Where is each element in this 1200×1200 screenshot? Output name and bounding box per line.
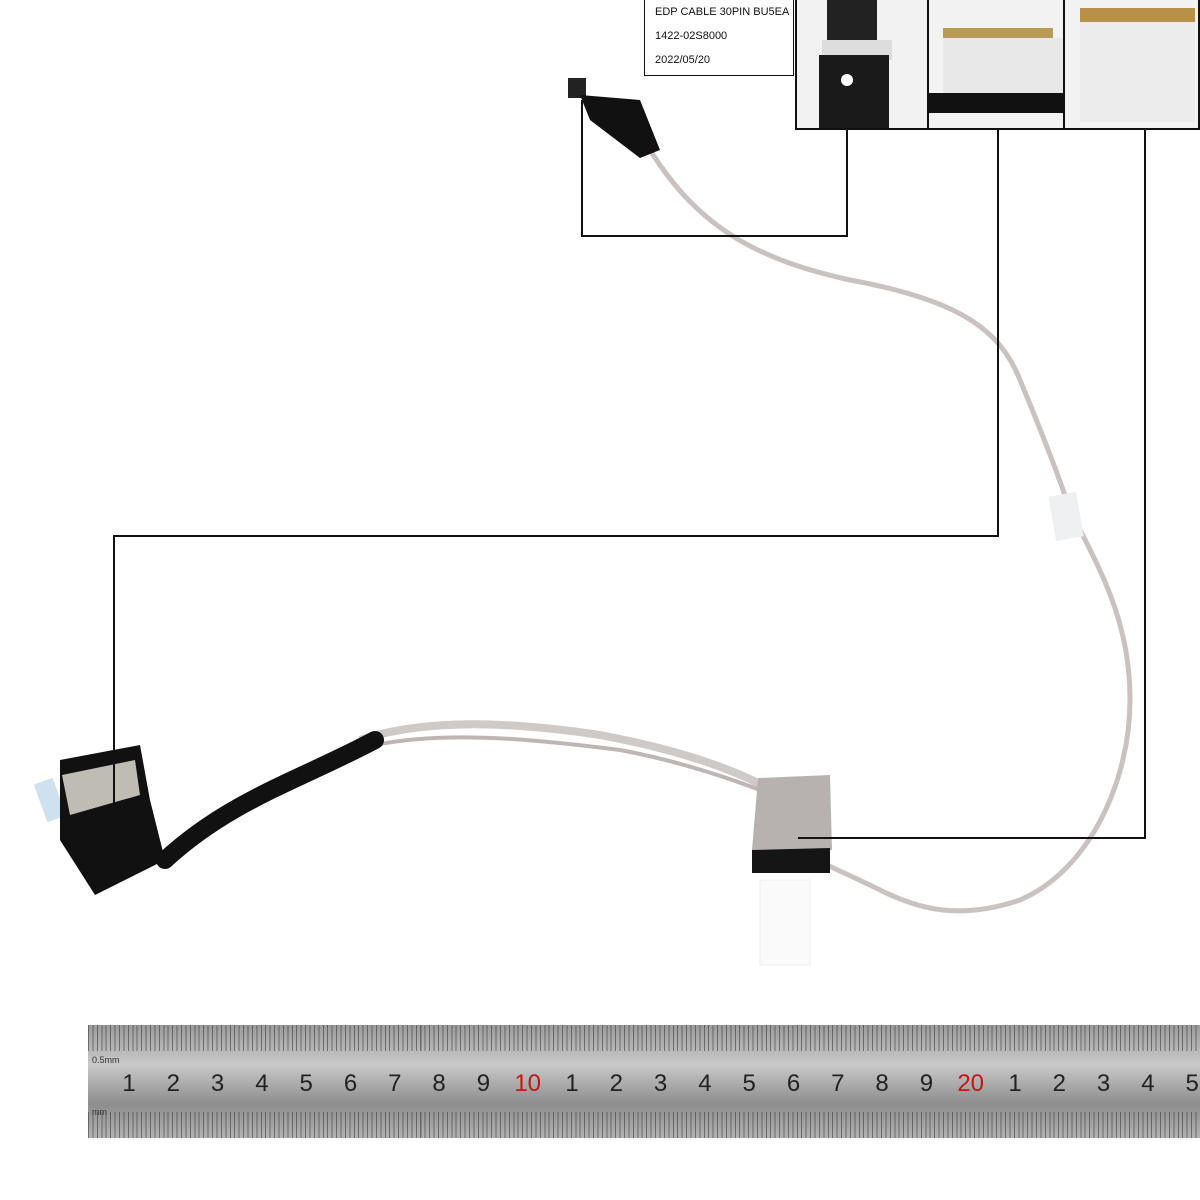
label-date: 2022/05/20	[655, 54, 711, 66]
ruler-ticks-bottom	[88, 1112, 1200, 1138]
ruler-number: 9	[919, 1070, 934, 1097]
ruler-number: 2	[166, 1070, 180, 1097]
measuring-ruler: 0.5mm mm 1 2 3 4 5 6 7 8 9 10 1 2 3 4 5 6 7 8 9 20 1 2 3 4 5	[88, 1025, 1200, 1138]
ruler-ticks-top	[88, 1025, 1200, 1051]
main-connector	[33, 745, 165, 895]
ruler-number: 1	[565, 1070, 579, 1097]
ruler-number: 2	[1052, 1070, 1066, 1097]
cable-wire-upper	[358, 720, 793, 804]
ruler-number: 10	[514, 1070, 542, 1097]
thumbnail-main-connector	[927, 0, 1065, 130]
cable-wire-lower	[374, 735, 801, 807]
product-label: EDP CABLE 30PIN BU5EA 1422-02S8000 2022/…	[644, 0, 794, 76]
thumbnail-connector-detail	[1063, 0, 1200, 130]
small-connector	[568, 78, 660, 158]
ruler-number: 6	[786, 1070, 801, 1097]
shield-patch	[752, 775, 832, 966]
ruler-number: 3	[653, 1070, 668, 1097]
ruler-number: 7	[388, 1070, 402, 1097]
ruler-number: 9	[476, 1070, 491, 1097]
cable-sleeve	[156, 731, 384, 869]
ruler-unit-bottom: mm	[92, 1107, 107, 1117]
ruler-number: 5	[299, 1070, 313, 1097]
ruler-number: 4	[698, 1070, 712, 1097]
ruler-number: 8	[875, 1070, 889, 1097]
ruler-number: 1	[1008, 1070, 1022, 1097]
tape-piece	[1048, 491, 1084, 542]
ruler-number: 8	[432, 1070, 446, 1097]
ruler-number: 20	[957, 1070, 985, 1097]
ruler-number: 6	[343, 1070, 358, 1097]
ruler-number: 1	[122, 1070, 136, 1097]
callout-line-1	[581, 100, 848, 237]
ruler-number: 5	[742, 1070, 756, 1097]
ruler-number: 4	[1141, 1070, 1155, 1097]
ruler-number: 5	[1185, 1070, 1199, 1097]
callout-line-3	[798, 130, 1146, 839]
ruler-unit-top: 0.5mm	[92, 1055, 120, 1065]
ruler-number: 4	[255, 1070, 269, 1097]
label-title: EDP CABLE 30PIN BU5EA	[655, 6, 790, 18]
ruler-number: 3	[1096, 1070, 1111, 1097]
label-part-number: 1422-02S8000	[655, 30, 728, 42]
thumbnail-small-connector	[795, 0, 929, 130]
ruler-number: 2	[609, 1070, 623, 1097]
callout-line-2	[113, 130, 999, 830]
ruler-number: 3	[210, 1070, 225, 1097]
cable-wire-main	[647, 148, 1133, 914]
ruler-number: 7	[831, 1070, 845, 1097]
